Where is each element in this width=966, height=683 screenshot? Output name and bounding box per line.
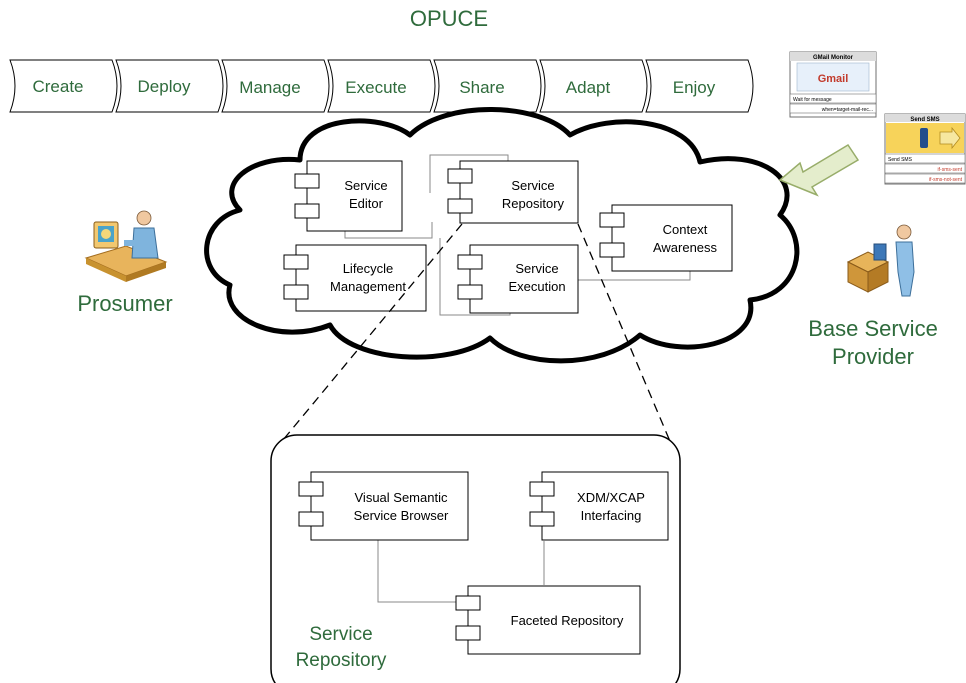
repository-detail-label-line2: Repository xyxy=(296,650,387,671)
phase-execute: Execute xyxy=(327,59,436,113)
context-awareness-line2: Awareness xyxy=(653,240,718,255)
xdm-xcap-line2: Interfacing xyxy=(581,508,642,523)
repository-detail-connectors xyxy=(377,540,545,603)
context-awareness-line1: Context xyxy=(663,222,708,237)
component-service-editor: Service Editor xyxy=(294,160,403,232)
phase-adapt: Adapt xyxy=(539,59,648,113)
zoom-lines xyxy=(282,223,673,447)
visual-browser-line1: Visual Semantic xyxy=(355,490,448,505)
lifecycle-management-line1: Lifecycle xyxy=(343,261,394,276)
gmail-logo: Gmail xyxy=(818,73,849,85)
phase-share: Share xyxy=(433,59,542,113)
lifecycle-phases: Create Deploy Manage Execute Share Adapt… xyxy=(9,59,754,113)
component-visual-semantic-browser: Visual Semantic Service Browser xyxy=(298,471,469,541)
service-editor-line1: Service xyxy=(344,178,387,193)
service-repository-line2: Repository xyxy=(502,196,565,211)
cloud-connectors xyxy=(344,154,691,316)
service-editor-line2: Editor xyxy=(349,196,384,211)
service-execution-line2: Execution xyxy=(508,279,565,294)
component-faceted-repository: Faceted Repository xyxy=(455,585,641,655)
send-sms-title: Send SMS xyxy=(910,117,939,123)
phase-enjoy-label: Enjoy xyxy=(673,78,716,97)
phase-deploy: Deploy xyxy=(115,59,224,113)
component-service-execution: Service Execution xyxy=(457,244,579,314)
diagram-title: OPUCE xyxy=(410,6,488,31)
component-lifecycle-management: Lifecycle Management xyxy=(283,244,427,312)
phase-create-label: Create xyxy=(32,77,83,96)
provider-label-line1: Base Service xyxy=(808,316,938,341)
phase-create: Create xyxy=(9,59,118,113)
lifecycle-management-line2: Management xyxy=(330,279,406,294)
service-repository-line1: Service xyxy=(511,178,554,193)
phase-adapt-label: Adapt xyxy=(566,78,611,97)
repository-detail-label-line1: Service xyxy=(309,624,372,645)
component-context-awareness: Context Awareness xyxy=(599,204,733,272)
send-sms-row1: Send SMS xyxy=(888,157,913,163)
prosumer-icon xyxy=(84,210,168,282)
xdm-xcap-line1: XDM/XCAP xyxy=(577,490,645,505)
phase-manage-label: Manage xyxy=(239,78,300,97)
base-service-provider-icon xyxy=(846,224,915,297)
component-service-repository: Service Repository xyxy=(447,160,579,224)
gmail-row2: when=target-mail-rec... xyxy=(822,107,873,113)
send-sms-row3: if-sms-not-sent xyxy=(929,177,963,183)
phase-deploy-label: Deploy xyxy=(138,77,191,96)
gmail-row1: Wait for message xyxy=(793,97,832,103)
gmail-monitor-title: GMail Monitor xyxy=(813,55,854,61)
send-sms-thumbnail: Send SMS Send SMS if-sms-sent if-sms-not… xyxy=(884,113,966,185)
phase-share-label: Share xyxy=(459,78,504,97)
phase-enjoy: Enjoy xyxy=(645,59,754,113)
faceted-repository-label: Faceted Repository xyxy=(511,613,624,628)
component-xdm-xcap: XDM/XCAP Interfacing xyxy=(529,471,669,541)
gmail-monitor-thumbnail: GMail Monitor Gmail Wait for message whe… xyxy=(789,51,877,118)
visual-browser-line2: Service Browser xyxy=(354,508,449,523)
phase-execute-label: Execute xyxy=(345,78,406,97)
prosumer-label: Prosumer xyxy=(77,291,172,316)
phase-manage: Manage xyxy=(221,59,330,113)
service-execution-line1: Service xyxy=(515,261,558,276)
provider-arrow xyxy=(778,143,860,197)
send-sms-row2: if-sms-sent xyxy=(938,167,963,173)
provider-label-line2: Provider xyxy=(832,344,914,369)
